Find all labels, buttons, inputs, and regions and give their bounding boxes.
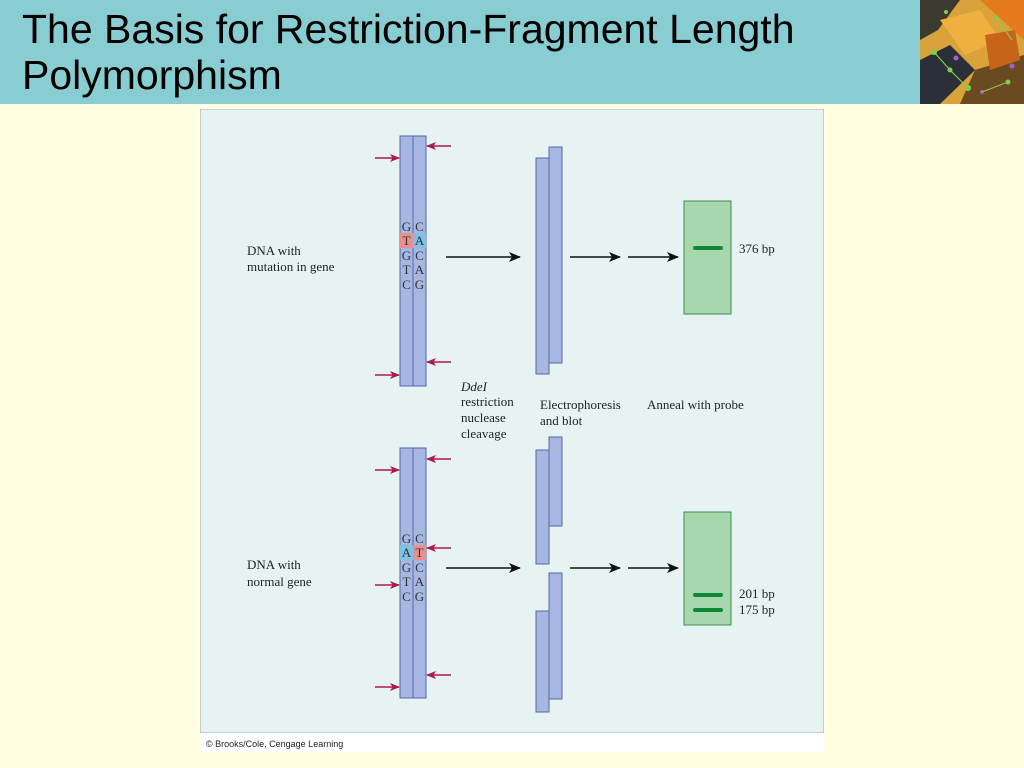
copyright-credit: © Brooks/Cole, Cengage Learning [206,739,343,749]
mutation-a-highlight [413,233,426,248]
normal-fragment-1-right [548,436,563,527]
mutation-dna-group: DNA with mutation in gene G T G T C C A … [247,135,775,387]
normal-base-right-4: A [415,574,425,589]
enzyme-label-line2: restriction [461,394,514,409]
normal-base-right-2: T [416,545,424,560]
mutation-base-left-2: T [403,233,411,248]
normal-a-highlight [400,545,413,560]
normal-band-201 [693,593,723,597]
normal-base-right-3: C [415,560,424,575]
normal-band-label-175: 175 bp [739,602,775,617]
mutation-base-right-2: A [415,233,425,248]
normal-dna-group: DNA with normal gene G A G T C C T C A G [247,436,775,713]
enzyme-name: DdeI [460,379,488,394]
mutation-t-highlight [400,233,413,248]
molecule-decoration-image [920,0,1024,104]
mutation-base-left-3: G [402,248,411,263]
mutation-band-376 [693,246,723,250]
title-bar: The Basis for Restriction-Fragment Lengt… [0,0,920,104]
mutation-base-right-1: C [415,219,424,234]
normal-right-strand [412,447,427,699]
normal-gel [683,511,732,626]
rflp-figure: © Brooks/Cole, Cengage Learning DNA with… [200,109,824,752]
mutation-base-left-1: G [402,219,411,234]
mutation-band-label-376: 376 bp [739,241,775,256]
mutation-base-left-5: C [402,277,411,292]
mutation-label-line1: DNA with [247,243,301,258]
enzyme-label-line3: nuclease [461,410,506,425]
normal-fragment-1-left [535,449,550,565]
normal-label-line1: DNA with [247,557,301,572]
mutation-label-line2: mutation in gene [247,259,335,274]
normal-base-left-3: G [402,560,411,575]
slide-title: The Basis for Restriction-Fragment Lengt… [22,6,795,98]
normal-base-left-1: G [402,531,411,546]
normal-t-highlight [413,545,426,560]
mutation-fragment-right [548,146,563,364]
anneal-label: Anneal with probe [647,397,744,412]
mutation-base-right-5: G [415,277,424,292]
mutation-fragment-left [535,157,550,375]
step-labels: DdeI restriction nuclease cleavage Elect… [460,379,744,441]
electrophoresis-label-line2: and blot [540,413,583,428]
normal-base-left-2: A [402,545,412,560]
normal-base-right-5: G [415,589,424,604]
normal-base-left-4: T [403,574,411,589]
enzyme-label-line4: cleavage [461,426,507,441]
normal-fragment-2-right [548,572,563,700]
normal-fragment-2-left [535,610,550,713]
credit-strip [200,733,824,752]
electrophoresis-label-line1: Electrophoresis [540,397,621,412]
normal-label-line2: normal gene [247,574,312,589]
mutation-gel [683,200,732,315]
normal-band-label-201: 201 bp [739,586,775,601]
normal-base-left-5: C [402,589,411,604]
mutation-base-right-4: A [415,262,425,277]
mutation-right-strand [412,135,427,387]
normal-band-175 [693,608,723,612]
mutation-base-left-4: T [403,262,411,277]
mutation-base-right-3: C [415,248,424,263]
normal-base-right-1: C [415,531,424,546]
